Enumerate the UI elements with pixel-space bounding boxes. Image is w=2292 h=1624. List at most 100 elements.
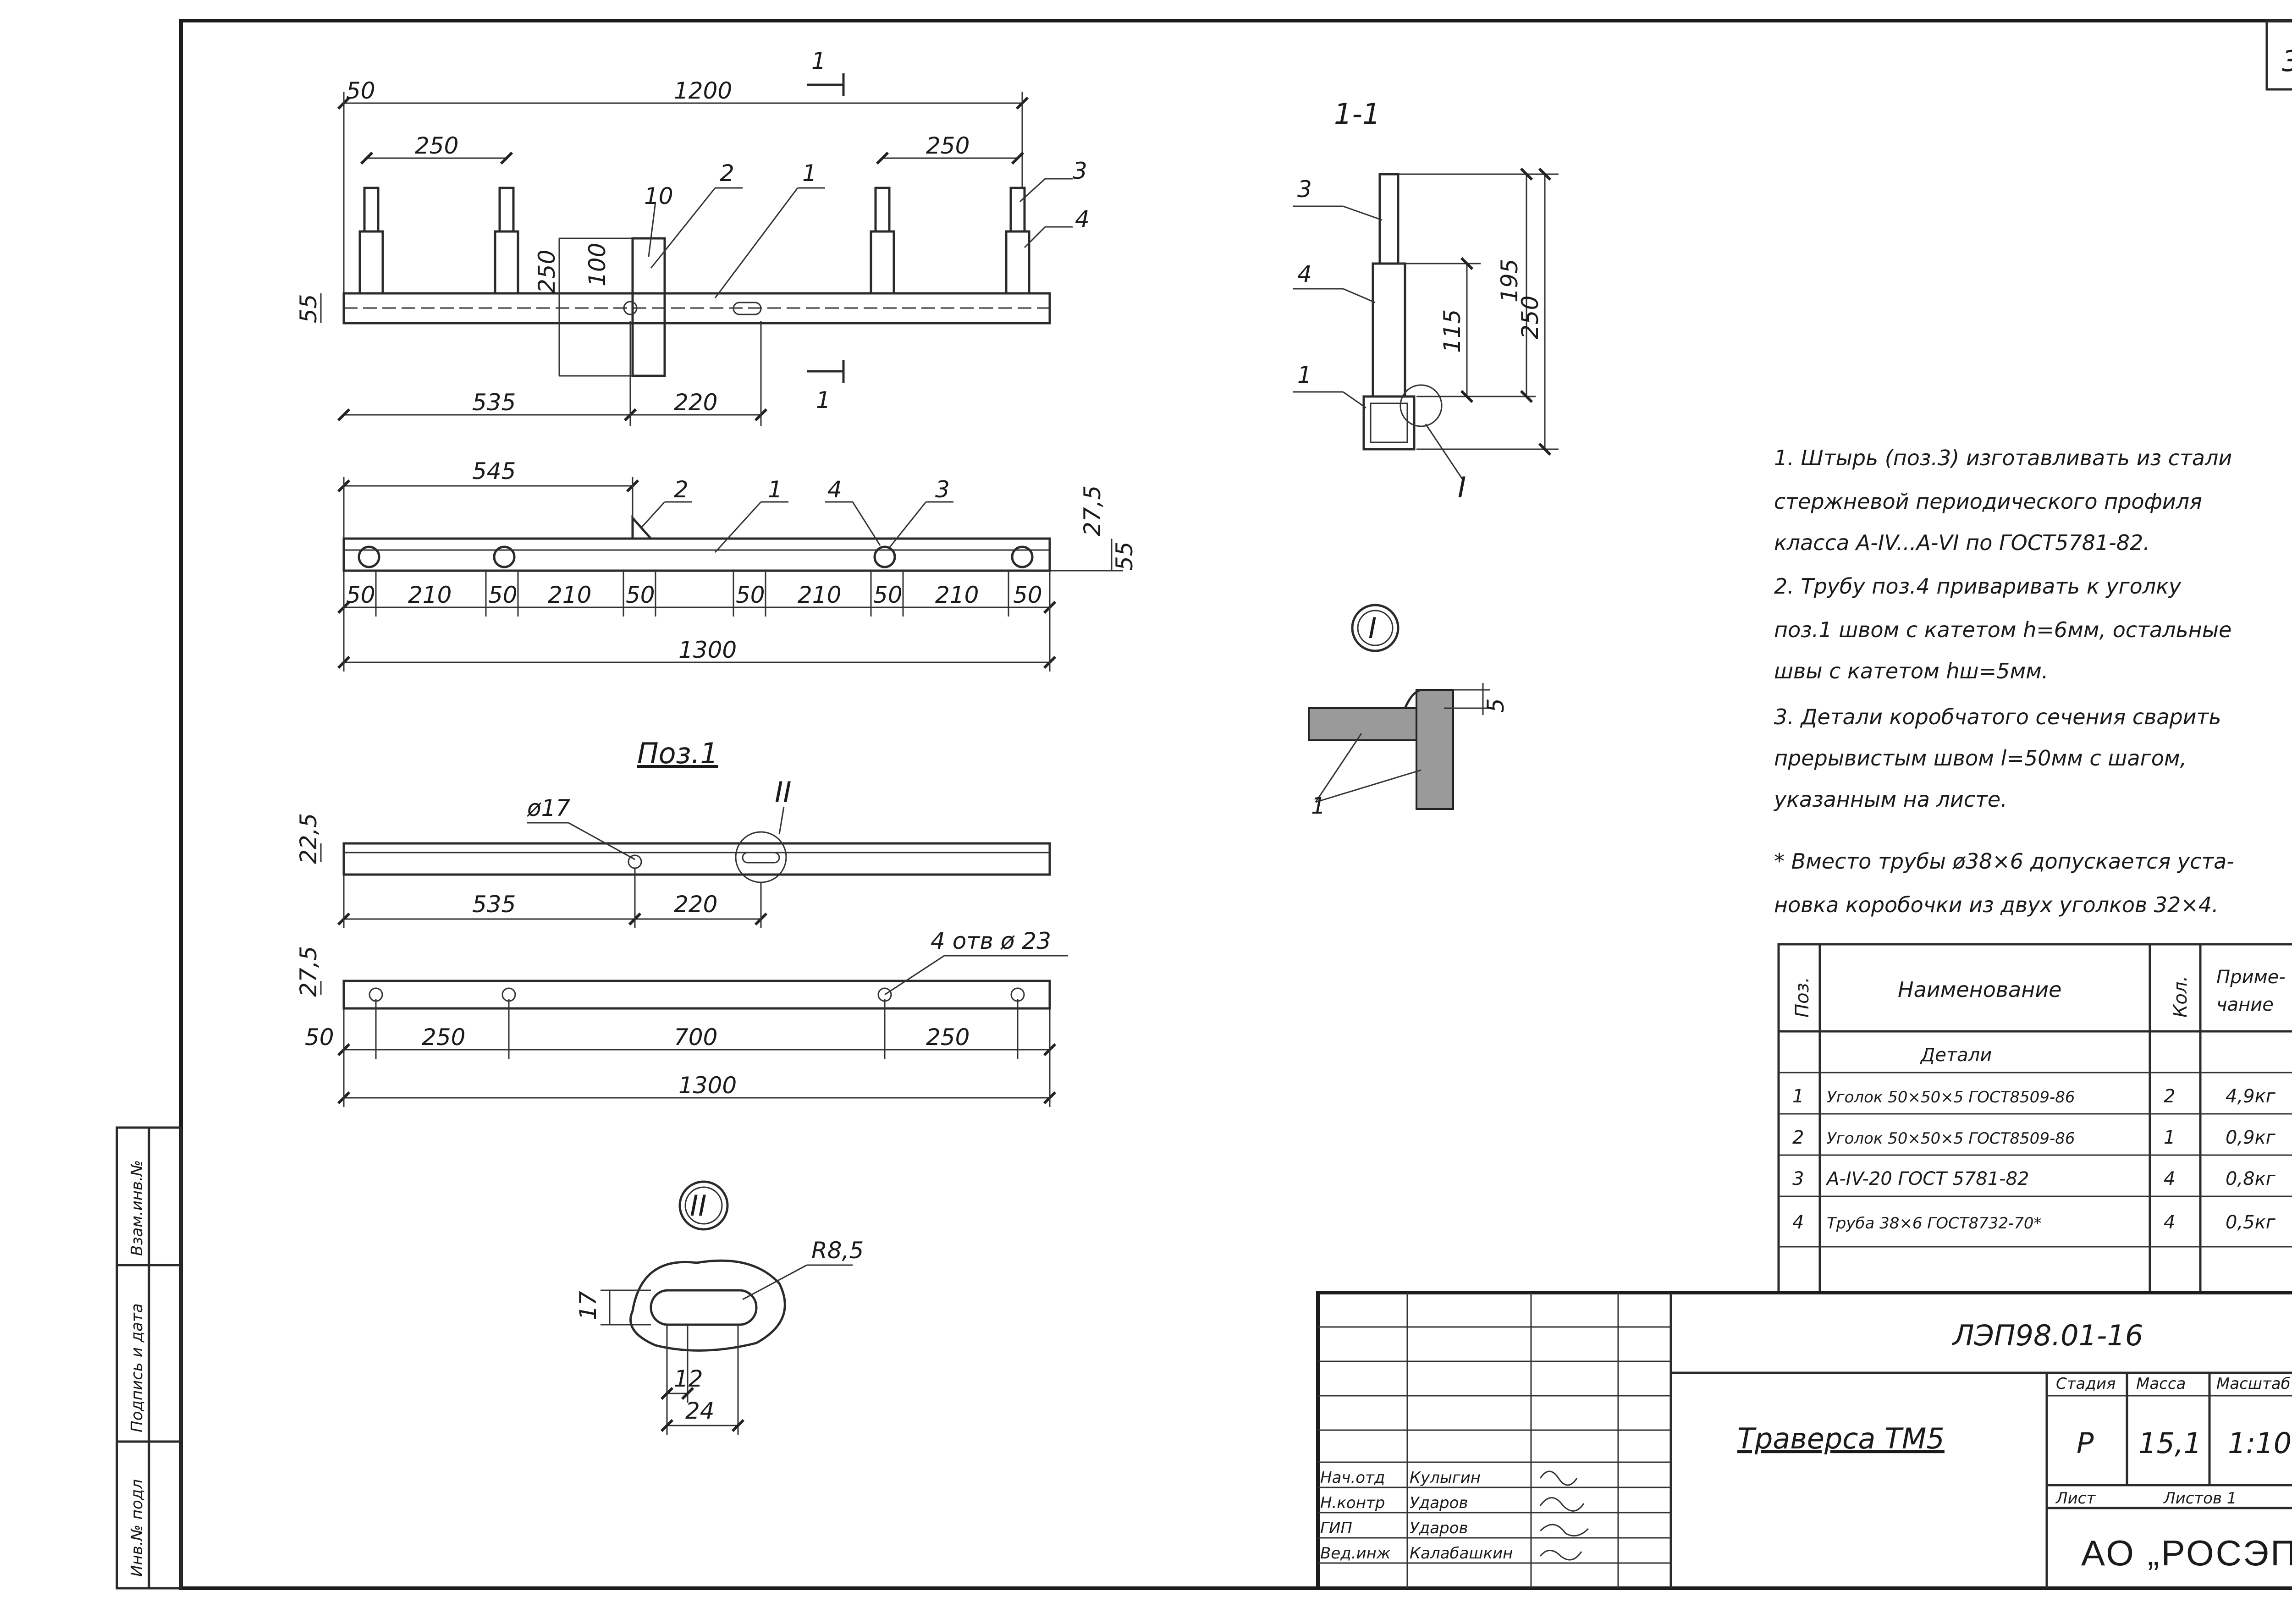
note-line-2: стержневой периодического профиля	[1774, 489, 2202, 514]
notes: 1. Штырь (поз.3) изготавливать из стали …	[1773, 446, 2234, 917]
note-line-6: швы с катетом hш=5мм.	[1774, 659, 2048, 683]
detail-II: II R8,5 17 12 24	[575, 1180, 864, 1435]
sheet-frame: 31	[179, 19, 2292, 1590]
section-callout-1: 1	[1297, 362, 1312, 388]
pos1-callout-II: II	[775, 776, 792, 809]
pos1-dim-22-5: 22,5	[295, 813, 322, 864]
note-line-9: указанным на листе.	[1773, 787, 2007, 812]
section-dim-195: 195	[1496, 259, 1523, 303]
front-dim-535: 535	[472, 389, 516, 416]
spec-header-note2: чание	[2216, 994, 2274, 1015]
detail-I-callout-1: 1	[1311, 793, 1326, 819]
sig-role-4: Вед.инж	[1320, 1544, 1391, 1563]
note-line-1: 1. Штырь (поз.3) изготавливать из стали	[1774, 446, 2232, 470]
sig-name-3: Ударов	[1410, 1519, 1468, 1537]
pos1-dim-700: 700	[674, 1024, 717, 1051]
front-dim-220: 220	[674, 389, 717, 416]
front-callout-4: 4	[1075, 206, 1090, 232]
spec-header-qty: Кол.	[2170, 976, 2191, 1018]
spec-row-1-qty: 2	[2164, 1086, 2175, 1107]
spec-row-4-qty: 4	[2164, 1212, 2175, 1233]
plan-dim-545: 545	[472, 458, 516, 484]
side-stamp-replace: Взам.инв.№	[128, 1160, 146, 1256]
side-stamp-inv: Инв.№ подл	[128, 1479, 146, 1577]
front-dim-1200: 1200	[674, 77, 732, 104]
pos1-callout-holes: 4 отв ø 23	[931, 928, 1051, 954]
spec-row-3-qty: 4	[2164, 1168, 2175, 1189]
plan-beam	[342, 537, 1051, 572]
pos1-dim-1300: 1300	[678, 1072, 737, 1099]
stamp-col-stage: Стадия	[2056, 1375, 2116, 1393]
stamp-val-stage: Р	[2077, 1426, 2094, 1460]
stamp-col-mass: Масса	[2136, 1375, 2186, 1393]
plan-callout-2: 2	[674, 476, 689, 503]
sig-role-1: Нач.отд	[1320, 1469, 1385, 1487]
front-dim-250-right: 250	[926, 132, 970, 159]
plan-dim-27-5: 27,5	[1079, 485, 1106, 536]
sig-name-1: Кулыгин	[1410, 1469, 1481, 1487]
plan-dim-50-a: 50	[346, 582, 375, 608]
plan-callout-4: 4	[827, 476, 842, 503]
drawing-code: ЛЭП98.01-16	[1952, 1319, 2143, 1352]
pos1-dim-27-5: 27,5	[295, 946, 322, 997]
front-view: 50 1200 250 250 55 250 100 535 220 10 2 …	[295, 48, 1090, 426]
front-callout-2: 2	[720, 160, 734, 187]
spec-row-1-note: 4,9кг	[2226, 1086, 2276, 1107]
note-line-10: * Вместо трубы ø38×6 допускается уста-	[1774, 849, 2234, 874]
spec-row-2-note: 0,9кг	[2226, 1127, 2276, 1148]
note-line-4: 2. Трубу поз.4 приваривать к уголку	[1774, 574, 2182, 599]
pos1-dim-50: 50	[305, 1024, 334, 1051]
spec-row: 1 Уголок 50×50×5 ГОСТ8509-86 2 4,9кг	[1792, 1086, 2276, 1107]
spec-row: 2 Уголок 50×50×5 ГОСТ8509-86 1 0,9кг	[1792, 1127, 2276, 1148]
stamp-val-scale: 1:10	[2228, 1426, 2292, 1460]
company-name: АО „РОСЭП”	[2081, 1533, 2292, 1573]
plan-dim-50-c: 50	[626, 582, 655, 608]
stamp-sheets: Листов 1	[2163, 1489, 2237, 1508]
side-stamp-sign: Подпись и дата	[128, 1303, 146, 1432]
plan-view: 545 27,5 55 50 210 50 210 50 50 210 50 2…	[337, 458, 1138, 672]
sig-role-2: Н.контр	[1320, 1494, 1385, 1512]
front-callout-3: 3	[1073, 158, 1087, 184]
section-1-1: 1-1 115 195 250 3 4 1 I	[1293, 97, 1559, 504]
section-title: 1-1	[1334, 97, 1380, 131]
pos1-dim-535: 535	[472, 891, 516, 918]
signatures-handwritten	[1539, 1470, 1589, 1561]
spec-row: 4 Труба 38×6 ГОСТ8732-70* 4 0,5кг	[1792, 1212, 2276, 1233]
section-callout-I: I	[1458, 471, 1466, 504]
plan-dim-210-d: 210	[935, 582, 979, 608]
pos1-dim-250-left: 250	[422, 1024, 465, 1051]
title-block: ЛЭП98.01-16 Траверса ТМ5 Стадия Масса Ма…	[1316, 1291, 2292, 1590]
front-dim-55: 55	[295, 294, 322, 323]
front-studs	[358, 187, 1030, 295]
sig-role-3: ГИП	[1320, 1519, 1352, 1537]
front-dim-100: 100	[584, 243, 611, 286]
spec-row-4-name: Труба 38×6 ГОСТ8732-70*	[1827, 1214, 2042, 1233]
spec-row-3-pos: 3	[1792, 1168, 1804, 1189]
pos1-dim-220: 220	[674, 891, 717, 918]
spec-table: Поз. Наименование Кол. Приме- чание Дета…	[1777, 943, 2292, 1294]
front-callout-10: 10	[644, 183, 673, 209]
section-dim-115: 115	[1439, 309, 1466, 353]
plan-dim-210-b: 210	[548, 582, 591, 608]
spec-header-name: Наименование	[1898, 977, 2061, 1002]
note-line-11: новка коробочки из двух уголков 32×4.	[1774, 892, 2219, 917]
stamp-col-scale: Масштаб	[2216, 1375, 2291, 1393]
plan-dim-1300: 1300	[678, 637, 737, 663]
spec-header-pos: Поз.	[1792, 977, 1813, 1018]
front-dim-50: 50	[346, 77, 375, 104]
detail-II-dim-17: 17	[575, 1291, 601, 1320]
detail-II-dim-R8-5: R8,5	[811, 1237, 864, 1264]
pos1-dim-d17: ø17	[527, 795, 570, 821]
sig-name-4: Калабашкин	[1410, 1544, 1513, 1563]
plan-dim-50-e: 50	[873, 582, 903, 608]
front-section-mark-bottom: 1	[816, 387, 831, 413]
spec-row-2-pos: 2	[1792, 1127, 1804, 1148]
drawing-title: Траверса ТМ5	[1737, 1422, 1945, 1455]
plan-dim-210-a: 210	[408, 582, 452, 608]
front-bracket	[631, 237, 666, 377]
front-dim-250-left: 250	[415, 132, 458, 159]
detail-I-dim-5: 5	[1482, 698, 1509, 713]
plan-dim-50-b: 50	[488, 582, 518, 608]
spec-row-1-name: Уголок 50×50×5 ГОСТ8509-86	[1827, 1088, 2075, 1107]
plan-dim-50-f: 50	[1013, 582, 1042, 608]
